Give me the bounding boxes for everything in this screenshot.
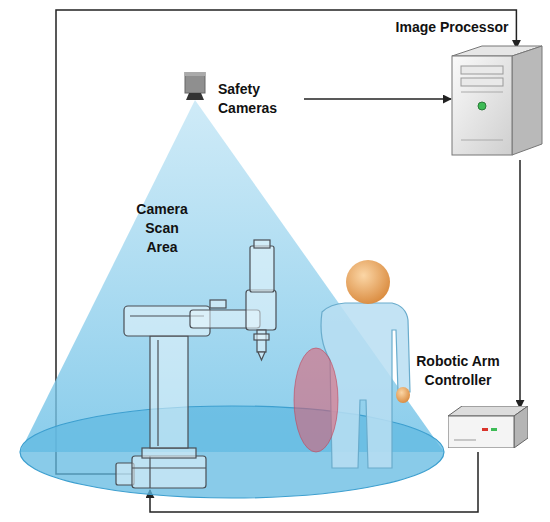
person <box>294 260 410 468</box>
scan-cone <box>18 96 448 500</box>
arrow-connector <box>304 98 451 100</box>
node-label: Camera Scan Area <box>130 200 194 257</box>
controller-icon <box>448 406 528 448</box>
robotic-arm-controller: Robotic Arm Controller <box>396 352 538 450</box>
scara-robot <box>116 240 276 488</box>
arrow-connector <box>519 160 521 408</box>
box-shape <box>448 406 528 452</box>
node-label: Safety Cameras <box>218 80 298 118</box>
camera-icon <box>182 72 208 104</box>
server-icon <box>451 44 543 156</box>
image-processor: Image Processor <box>393 14 545 156</box>
camera-scan-area: Camera Scan Area <box>18 96 448 500</box>
node-label: Image Processor <box>396 18 509 37</box>
server-shape <box>451 44 543 160</box>
node-label: Robotic Arm Controller <box>396 352 520 390</box>
